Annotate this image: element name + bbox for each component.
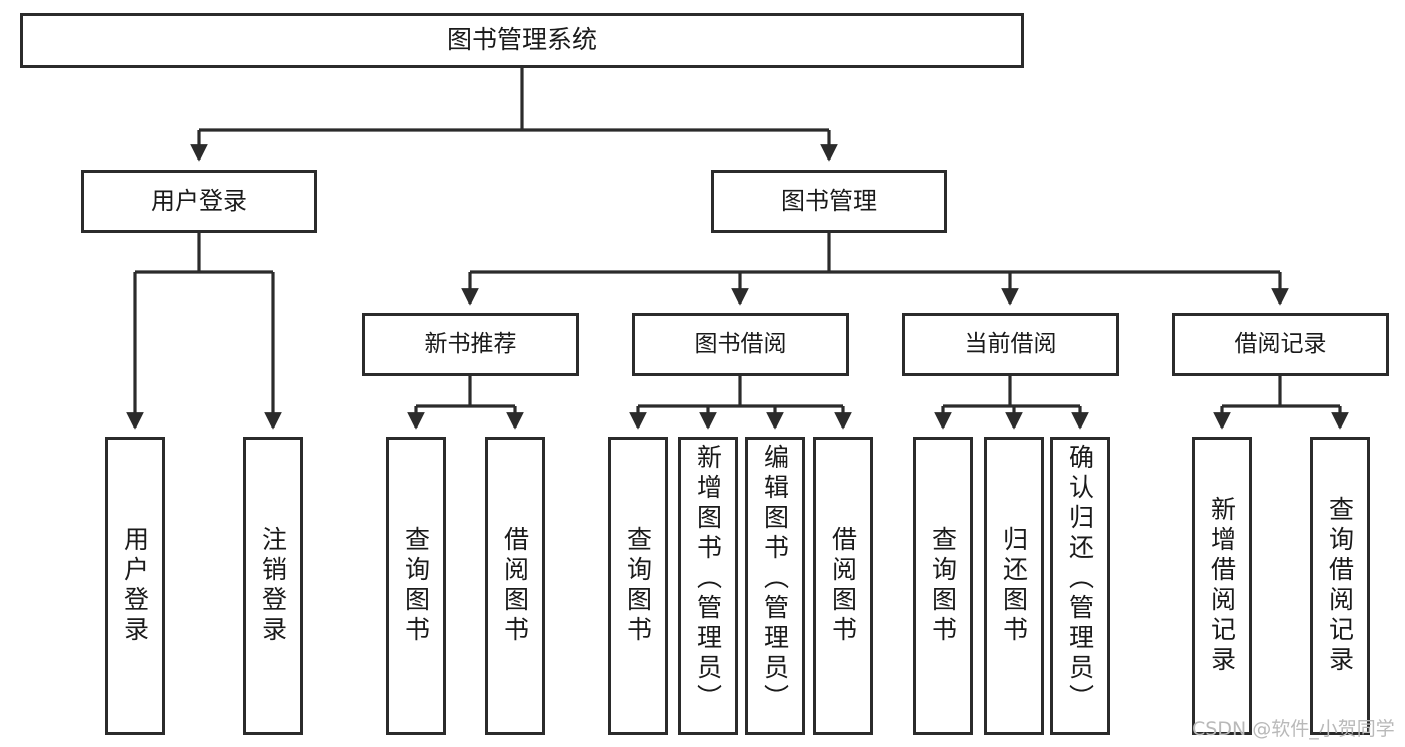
node-user-login[interactable]: 用户登录 xyxy=(81,170,317,233)
node-leaf-query-book-borrow[interactable]: 查询图书 xyxy=(608,437,668,735)
node-leaf-user-logout[interactable]: 注销登录 xyxy=(243,437,303,735)
node-label: 借阅图书 xyxy=(828,526,858,646)
node-label: 借阅记录 xyxy=(1234,331,1327,358)
node-label: 查询图书 xyxy=(401,526,431,646)
node-leaf-query-book-recommend[interactable]: 查询图书 xyxy=(386,437,446,735)
node-label: 编辑图书（管理员） xyxy=(760,444,790,714)
node-label: 用户登录 xyxy=(151,186,247,215)
node-leaf-add-borrow-record[interactable]: 新增借阅记录 xyxy=(1192,437,1252,735)
node-label: 用户登录 xyxy=(120,526,150,646)
node-new-book-recommend[interactable]: 新书推荐 xyxy=(362,313,579,376)
node-leaf-edit-book-admin[interactable]: 编辑图书（管理员） xyxy=(745,437,805,735)
node-label: 新增图书（管理员） xyxy=(693,444,723,714)
node-leaf-return-book[interactable]: 归还图书 xyxy=(984,437,1044,735)
node-label: 查询借阅记录 xyxy=(1325,496,1355,676)
node-book-borrow[interactable]: 图书借阅 xyxy=(632,313,849,376)
node-label: 新书推荐 xyxy=(424,331,517,358)
node-leaf-borrow-book[interactable]: 借阅图书 xyxy=(813,437,873,735)
csdn-watermark: CSDN @软件_小贺同学 xyxy=(1192,718,1395,740)
node-root-system[interactable]: 图书管理系统 xyxy=(20,13,1024,68)
node-label: 查询图书 xyxy=(623,526,653,646)
node-current-borrow[interactable]: 当前借阅 xyxy=(902,313,1119,376)
node-leaf-confirm-return-admin[interactable]: 确认归还（管理员） xyxy=(1050,437,1110,735)
node-label: 注销登录 xyxy=(258,526,288,646)
node-label: 图书管理 xyxy=(781,186,877,215)
node-label: 确认归还（管理员） xyxy=(1065,444,1095,714)
node-label: 查询图书 xyxy=(928,526,958,646)
node-label: 归还图书 xyxy=(999,526,1029,646)
node-label: 借阅图书 xyxy=(500,526,530,646)
node-book-manage[interactable]: 图书管理 xyxy=(711,170,947,233)
node-borrow-record[interactable]: 借阅记录 xyxy=(1172,313,1389,376)
node-leaf-borrow-book-recommend[interactable]: 借阅图书 xyxy=(485,437,545,735)
node-label: 图书管理系统 xyxy=(446,25,597,55)
node-label: 图书借阅 xyxy=(694,331,787,358)
node-leaf-query-book-current[interactable]: 查询图书 xyxy=(913,437,973,735)
node-label: 新增借阅记录 xyxy=(1207,496,1237,676)
node-leaf-user-login[interactable]: 用户登录 xyxy=(105,437,165,735)
node-leaf-query-borrow-record[interactable]: 查询借阅记录 xyxy=(1310,437,1370,735)
node-leaf-add-book-admin[interactable]: 新增图书（管理员） xyxy=(678,437,738,735)
node-label: 当前借阅 xyxy=(964,331,1057,358)
